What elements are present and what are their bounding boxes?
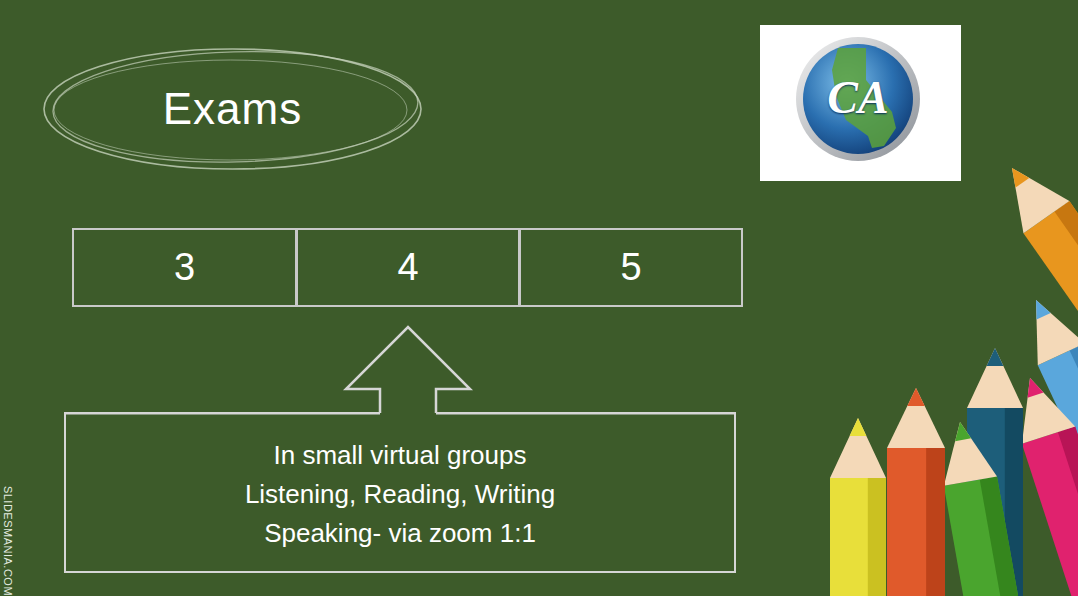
logo-panel [760, 25, 961, 181]
callout-top-border [64, 412, 736, 415]
callout-line: Listening, Reading, Writing [245, 475, 555, 514]
pencil [933, 417, 1078, 596]
callout-line: In small virtual groups [274, 436, 527, 475]
number-cell: 3 [72, 228, 297, 307]
title-text: Exams [163, 83, 302, 136]
callout-arrow [346, 327, 470, 413]
logo-text: CA [798, 70, 918, 126]
pencil [830, 418, 886, 596]
cell-number: 5 [620, 245, 641, 291]
callout-line: Speaking- via zoom 1:1 [264, 514, 536, 553]
cell-number: 3 [174, 245, 195, 291]
number-cell: 4 [296, 228, 520, 307]
title-ellipse: Exams [40, 45, 425, 173]
watermark: SLIDESMANIA.COM [1, 481, 15, 596]
pencils [830, 152, 1078, 596]
cell-number: 4 [397, 245, 418, 291]
pencil [887, 388, 945, 596]
logo-ring [796, 37, 920, 161]
number-cell: 5 [519, 228, 743, 307]
callout-box: In small virtual groupsListening, Readin… [64, 412, 736, 573]
